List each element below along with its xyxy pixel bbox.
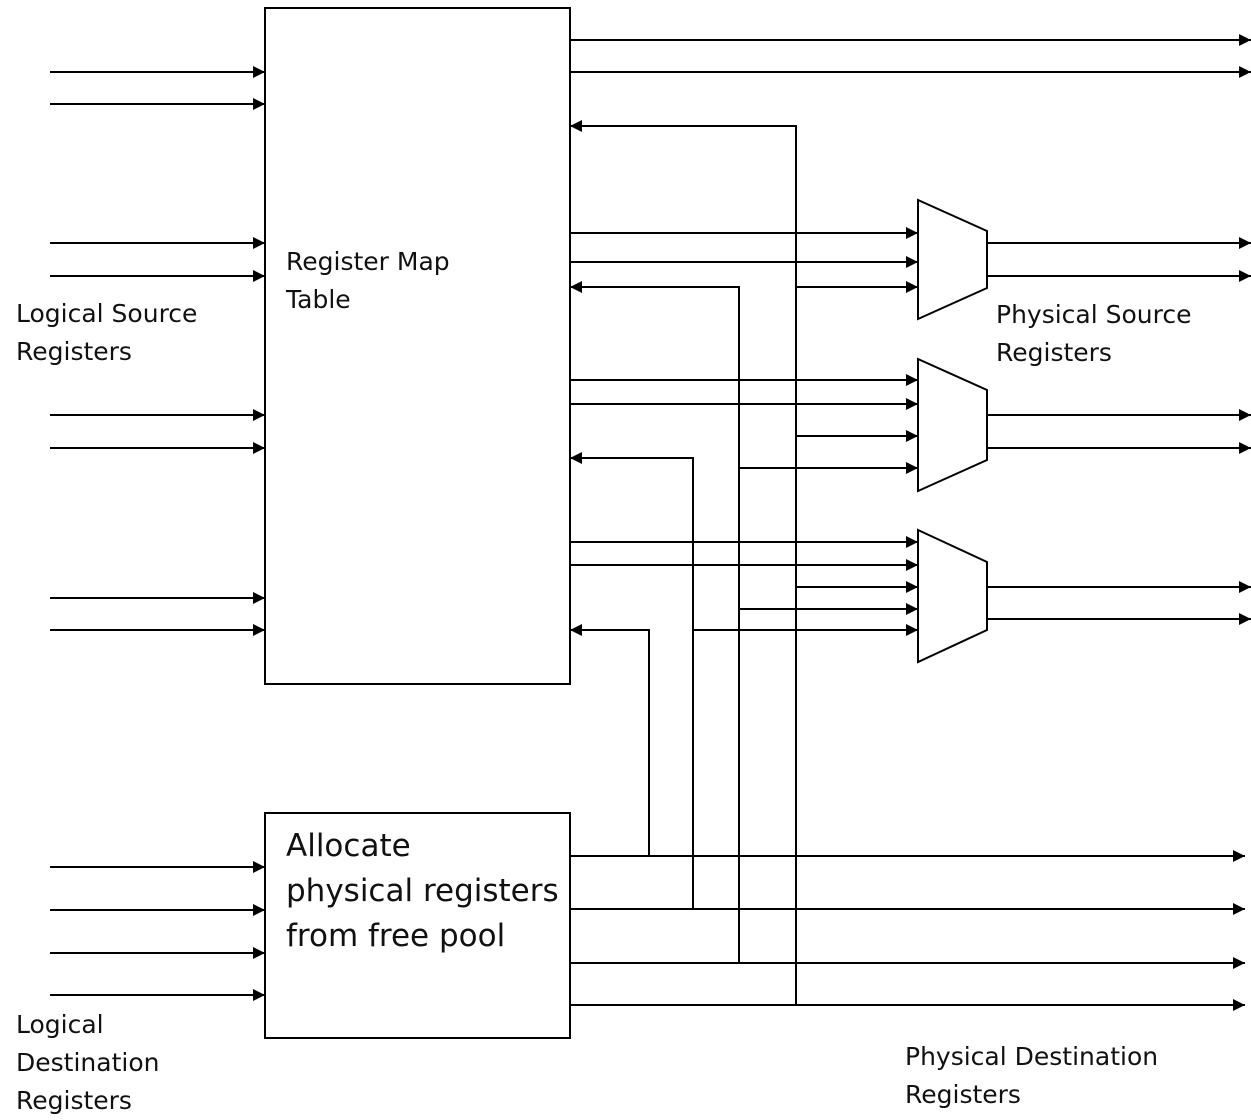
allocate-label: Allocate physical registers from free po… xyxy=(286,828,559,954)
register-map-table-label: Register Map Table xyxy=(286,247,450,314)
logical-source-registers-label: Logical Source Registers xyxy=(16,299,198,366)
feedback-dest-4-to-map xyxy=(570,120,797,1005)
mux-1 xyxy=(917,198,988,321)
physical-destination-registers-label: Physical Destination Registers xyxy=(905,1042,1159,1109)
mux-2 xyxy=(917,357,988,493)
register-map-table-block xyxy=(264,7,571,685)
physical-source-registers-label: Physical Source Registers xyxy=(996,300,1192,367)
feedback-dest-1-to-map xyxy=(570,624,650,856)
feedback-dest-2-to-map xyxy=(570,452,694,909)
feedback-dest-3-to-map xyxy=(570,281,740,963)
logical-destination-registers-label: Logical Destination Registers xyxy=(16,1010,160,1115)
allocate-block xyxy=(264,812,571,1039)
mux-3 xyxy=(917,528,988,664)
